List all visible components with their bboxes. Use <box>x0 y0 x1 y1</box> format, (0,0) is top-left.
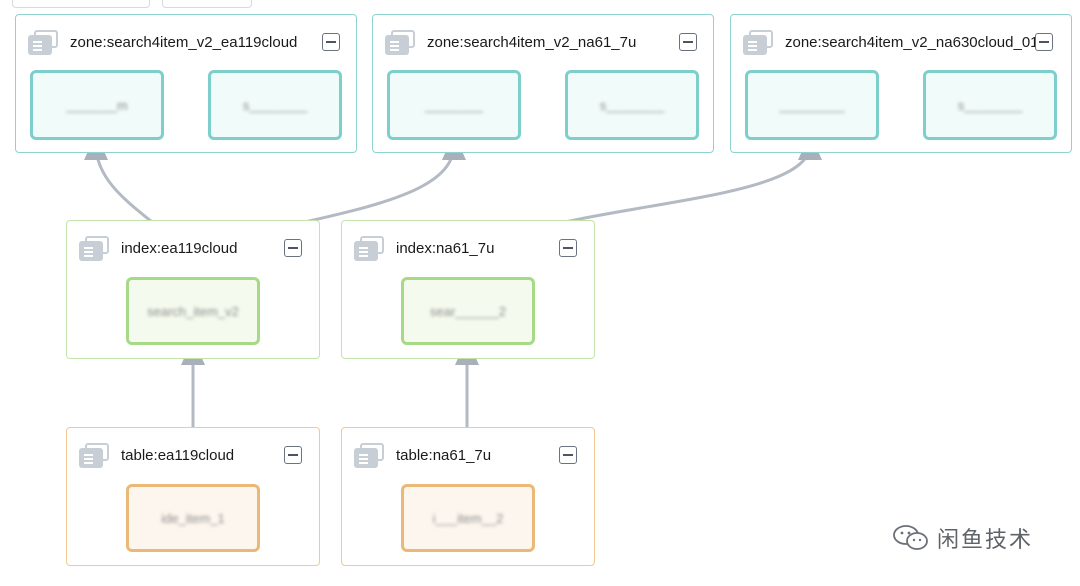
zone-group-header: zone:search4item_v2_ea119cloud <box>28 29 297 55</box>
node-label: sear______2 <box>430 303 506 319</box>
index-node[interactable]: sear______2 <box>401 277 535 345</box>
zone-node[interactable]: _________ <box>745 70 879 140</box>
top-tab-right[interactable] <box>162 0 252 8</box>
index-group-header: index:na61_7u <box>354 235 494 261</box>
zone-title: zone:search4item_v2_ea119cloud <box>70 33 298 51</box>
node-label: s________ <box>242 97 308 113</box>
node-label: i___item__2 <box>432 510 504 526</box>
index-node[interactable]: search_item_v2 <box>126 277 260 345</box>
zone-node[interactable]: s________ <box>565 70 699 140</box>
collapse-button[interactable] <box>559 446 577 464</box>
zone-node[interactable]: _______m <box>30 70 164 140</box>
collapse-button[interactable] <box>1035 33 1053 51</box>
watermark: 闲鱼技术 <box>893 522 1033 554</box>
zone-node[interactable]: s________ <box>208 70 342 140</box>
group-stack-icon <box>354 442 386 468</box>
table-title: table:na61_7u <box>396 446 492 464</box>
index-group-header: index:ea119cloud <box>79 235 237 261</box>
watermark-text: 闲鱼技术 <box>937 527 1034 552</box>
collapse-button[interactable] <box>559 239 577 257</box>
node-label: search_item_v2 <box>147 303 239 319</box>
zone-group-header: zone:search4item_v2_na61_7u <box>385 29 636 55</box>
zone-node[interactable]: s________ <box>923 70 1057 140</box>
zone-group-na61[interactable]: zone:search4item_v2_na61_7u ________ s__… <box>372 14 714 153</box>
collapse-button[interactable] <box>679 33 697 51</box>
zone-group-header: zone:search4item_v2_na630cloud_01 <box>743 29 1039 55</box>
collapse-button[interactable] <box>284 239 302 257</box>
zone-node[interactable]: ________ <box>387 70 521 140</box>
table-node[interactable]: i___item__2 <box>401 484 535 552</box>
collapse-button[interactable] <box>322 33 340 51</box>
group-stack-icon <box>79 235 111 261</box>
group-stack-icon <box>79 442 111 468</box>
table-node[interactable]: ide_item_1 <box>126 484 260 552</box>
group-stack-icon <box>28 29 60 55</box>
table-group-header: table:ea119cloud <box>79 442 234 468</box>
group-stack-icon <box>743 29 775 55</box>
zone-title: zone:search4item_v2_na630cloud_01 <box>785 33 1039 51</box>
node-label: ________ <box>425 97 483 113</box>
table-group-na61[interactable]: table:na61_7u i___item__2 <box>341 427 595 566</box>
node-label: _______m <box>66 97 128 113</box>
table-title: table:ea119cloud <box>121 446 235 464</box>
index-group-na61[interactable]: index:na61_7u sear______2 <box>341 220 595 359</box>
index-group-ea119[interactable]: index:ea119cloud search_item_v2 <box>66 220 320 359</box>
node-label: s________ <box>957 97 1023 113</box>
node-label: s________ <box>599 97 665 113</box>
index-title: index:na61_7u <box>396 239 495 257</box>
node-label: ide_item_1 <box>161 510 225 526</box>
index-title: index:ea119cloud <box>121 239 238 257</box>
wechat-icon <box>893 525 928 550</box>
collapse-button[interactable] <box>284 446 302 464</box>
zone-group-na630[interactable]: zone:search4item_v2_na630cloud_01 ______… <box>730 14 1072 153</box>
zone-group-ea119[interactable]: zone:search4item_v2_ea119cloud _______m … <box>15 14 357 153</box>
table-group-header: table:na61_7u <box>354 442 491 468</box>
group-stack-icon <box>385 29 417 55</box>
group-stack-icon <box>354 235 386 261</box>
node-label: _________ <box>779 97 845 113</box>
zone-title: zone:search4item_v2_na61_7u <box>427 33 637 51</box>
table-group-ea119[interactable]: table:ea119cloud ide_item_1 <box>66 427 320 566</box>
top-tab-left[interactable] <box>12 0 150 8</box>
